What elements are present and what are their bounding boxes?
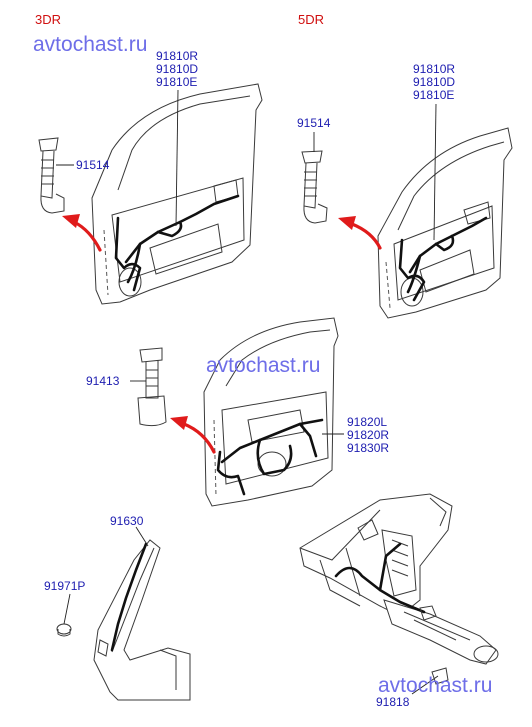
part-number-label: 91810E <box>413 88 455 102</box>
grommet-rear <box>130 347 167 427</box>
part-number-label: 91818 <box>376 695 410 709</box>
install-arrow-rear <box>170 416 216 454</box>
install-arrow-3dr <box>62 214 102 252</box>
watermark: avtochast.ru <box>33 33 148 56</box>
part-number-label: 91810D <box>413 75 456 89</box>
part-number-label: 91810D <box>156 62 199 76</box>
part-number-label: 91971P <box>44 579 86 593</box>
part-number-label: 91810R <box>156 49 199 63</box>
part-number-label: 91514 <box>76 158 110 172</box>
section-label-5dr: 5DR <box>298 12 325 27</box>
install-arrow-5dr <box>338 216 382 250</box>
part-number-label: 91830R <box>347 441 390 455</box>
part-number-label: 91810R <box>413 62 456 76</box>
rear-door <box>203 317 344 507</box>
grommet-5dr <box>301 132 328 224</box>
part-number-label: 91820L <box>347 415 388 429</box>
part-number-label: 91413 <box>86 374 120 388</box>
grommet-3dr <box>38 137 74 214</box>
part-number-label: 91820R <box>347 428 390 442</box>
front-door-3dr <box>91 83 263 305</box>
dashboard <box>299 493 499 695</box>
pillar-harness <box>93 526 191 701</box>
front-door-5dr <box>377 103 513 319</box>
part-number-label: 91630 <box>110 514 144 528</box>
watermark: avtochast.ru <box>378 674 493 697</box>
part-number-label: 91514 <box>297 116 331 130</box>
clip-part <box>56 593 72 637</box>
section-label-3dr: 3DR <box>35 12 62 27</box>
watermark: avtochast.ru <box>206 354 321 377</box>
part-number-label: 91810E <box>156 75 198 89</box>
